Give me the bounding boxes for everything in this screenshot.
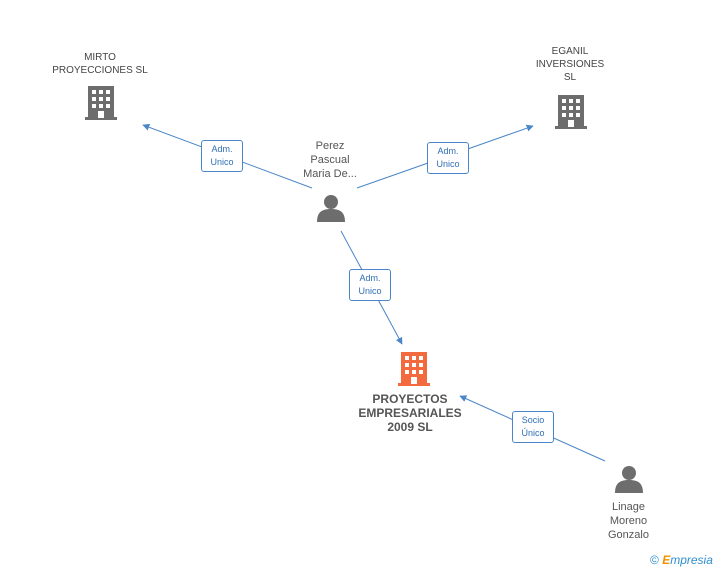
company-label-proyectos: PROYECTOS EMPRESARIALES 2009 SL xyxy=(358,392,462,434)
brand-logo-text: mpresia xyxy=(670,553,713,567)
copyright-symbol: © xyxy=(650,553,659,567)
company-label-eganil: EGANIL INVERSIONES SL xyxy=(535,46,605,83)
relation-badge-perez-eganil[interactable]: Adm. Unico xyxy=(427,142,469,174)
person-icon[interactable] xyxy=(316,194,346,222)
building-icon-focus[interactable] xyxy=(398,352,430,386)
relation-badge-perez-mirto[interactable]: Adm. Unico xyxy=(201,140,243,172)
relation-badge-perez-proyectos[interactable]: Adm. Unico xyxy=(349,269,391,301)
footer-brand: © Empresia xyxy=(650,553,713,567)
person-label-linage: Linage Moreno Gonzalo xyxy=(608,501,649,541)
person-icon[interactable] xyxy=(614,465,644,493)
building-icon[interactable] xyxy=(555,95,587,129)
person-label-perez: Perez Pascual Maria De... xyxy=(303,140,357,180)
brand-logo-initial: E xyxy=(662,553,671,567)
relation-badge-linage-proyectos[interactable]: Socio Único xyxy=(512,411,554,443)
company-label-mirto: MIRTO PROYECCIONES SL xyxy=(52,52,148,76)
building-icon[interactable] xyxy=(85,86,117,120)
